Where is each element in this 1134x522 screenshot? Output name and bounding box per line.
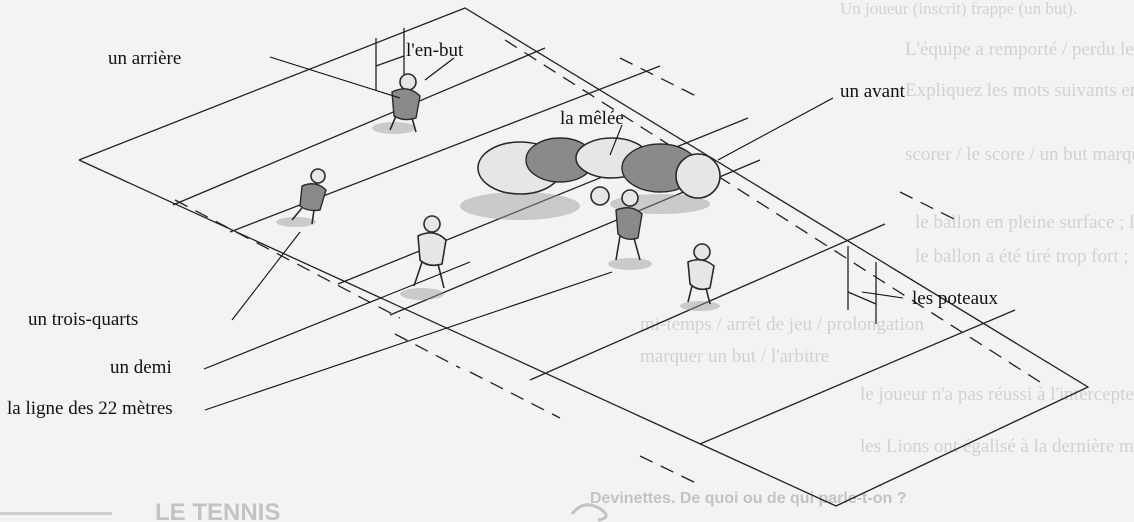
bleed-line: Devinettes. De quoi ou de qui parle-t-on… <box>590 490 906 507</box>
label-ligne-22: la ligne des 22 mètres <box>7 398 173 419</box>
leader-avant <box>718 98 833 160</box>
bleed-line: le joueur n'a pas réussi à l'intercepter <box>860 384 1134 405</box>
label-melee: la mêlée <box>560 108 624 129</box>
label-arriere: un arrière <box>108 48 181 69</box>
bleed-top: Un joueur (inscrit) frappe (un but). <box>840 0 1077 18</box>
labels: un arrière l'en-but la mêlée un avant un… <box>7 40 999 419</box>
bleed-line: L'équipe a remporté / perdu le match et … <box>905 39 1134 60</box>
players <box>276 74 720 311</box>
leader-en-but <box>425 58 454 80</box>
label-demi: un demi <box>110 357 172 378</box>
dashed-stub <box>620 58 700 98</box>
dashed-stub <box>395 334 460 368</box>
bleed-line: mi-temps / arrêt de jeu / prolongation <box>640 314 924 335</box>
leader-poteaux <box>862 292 903 298</box>
bleed-line: marquer un but / l'arbitre <box>640 346 829 367</box>
player-avant <box>680 244 720 311</box>
bleed-line: Expliquez les mots suivants en vous aida… <box>905 80 1134 101</box>
bleed-line: le ballon en pleine surface ; le gardien <box>915 212 1134 233</box>
dashed-stub <box>470 372 560 418</box>
label-trois-quarts: un trois-quarts <box>28 309 138 330</box>
bleed-line: scorer / le score / un but marqué <box>905 144 1134 165</box>
player-trois-quarts <box>276 169 326 227</box>
bleed-line: les Lions ont égalisé à la dernière minu… <box>860 436 1134 457</box>
dashed-stub <box>640 456 700 485</box>
label-en-but: l'en-but <box>406 40 464 61</box>
scrum <box>460 138 720 220</box>
bleed-rule <box>0 512 112 515</box>
player-arriere <box>372 74 420 134</box>
bleed-glyph <box>572 505 606 520</box>
label-avant: un avant <box>840 81 906 102</box>
goal-posts-bottom <box>848 246 876 324</box>
bleed-line: le ballon a été tiré trop fort ; la ball… <box>915 246 1134 267</box>
label-poteaux: les poteaux <box>912 288 999 309</box>
bleed-heading: LE TENNIS <box>155 499 280 522</box>
